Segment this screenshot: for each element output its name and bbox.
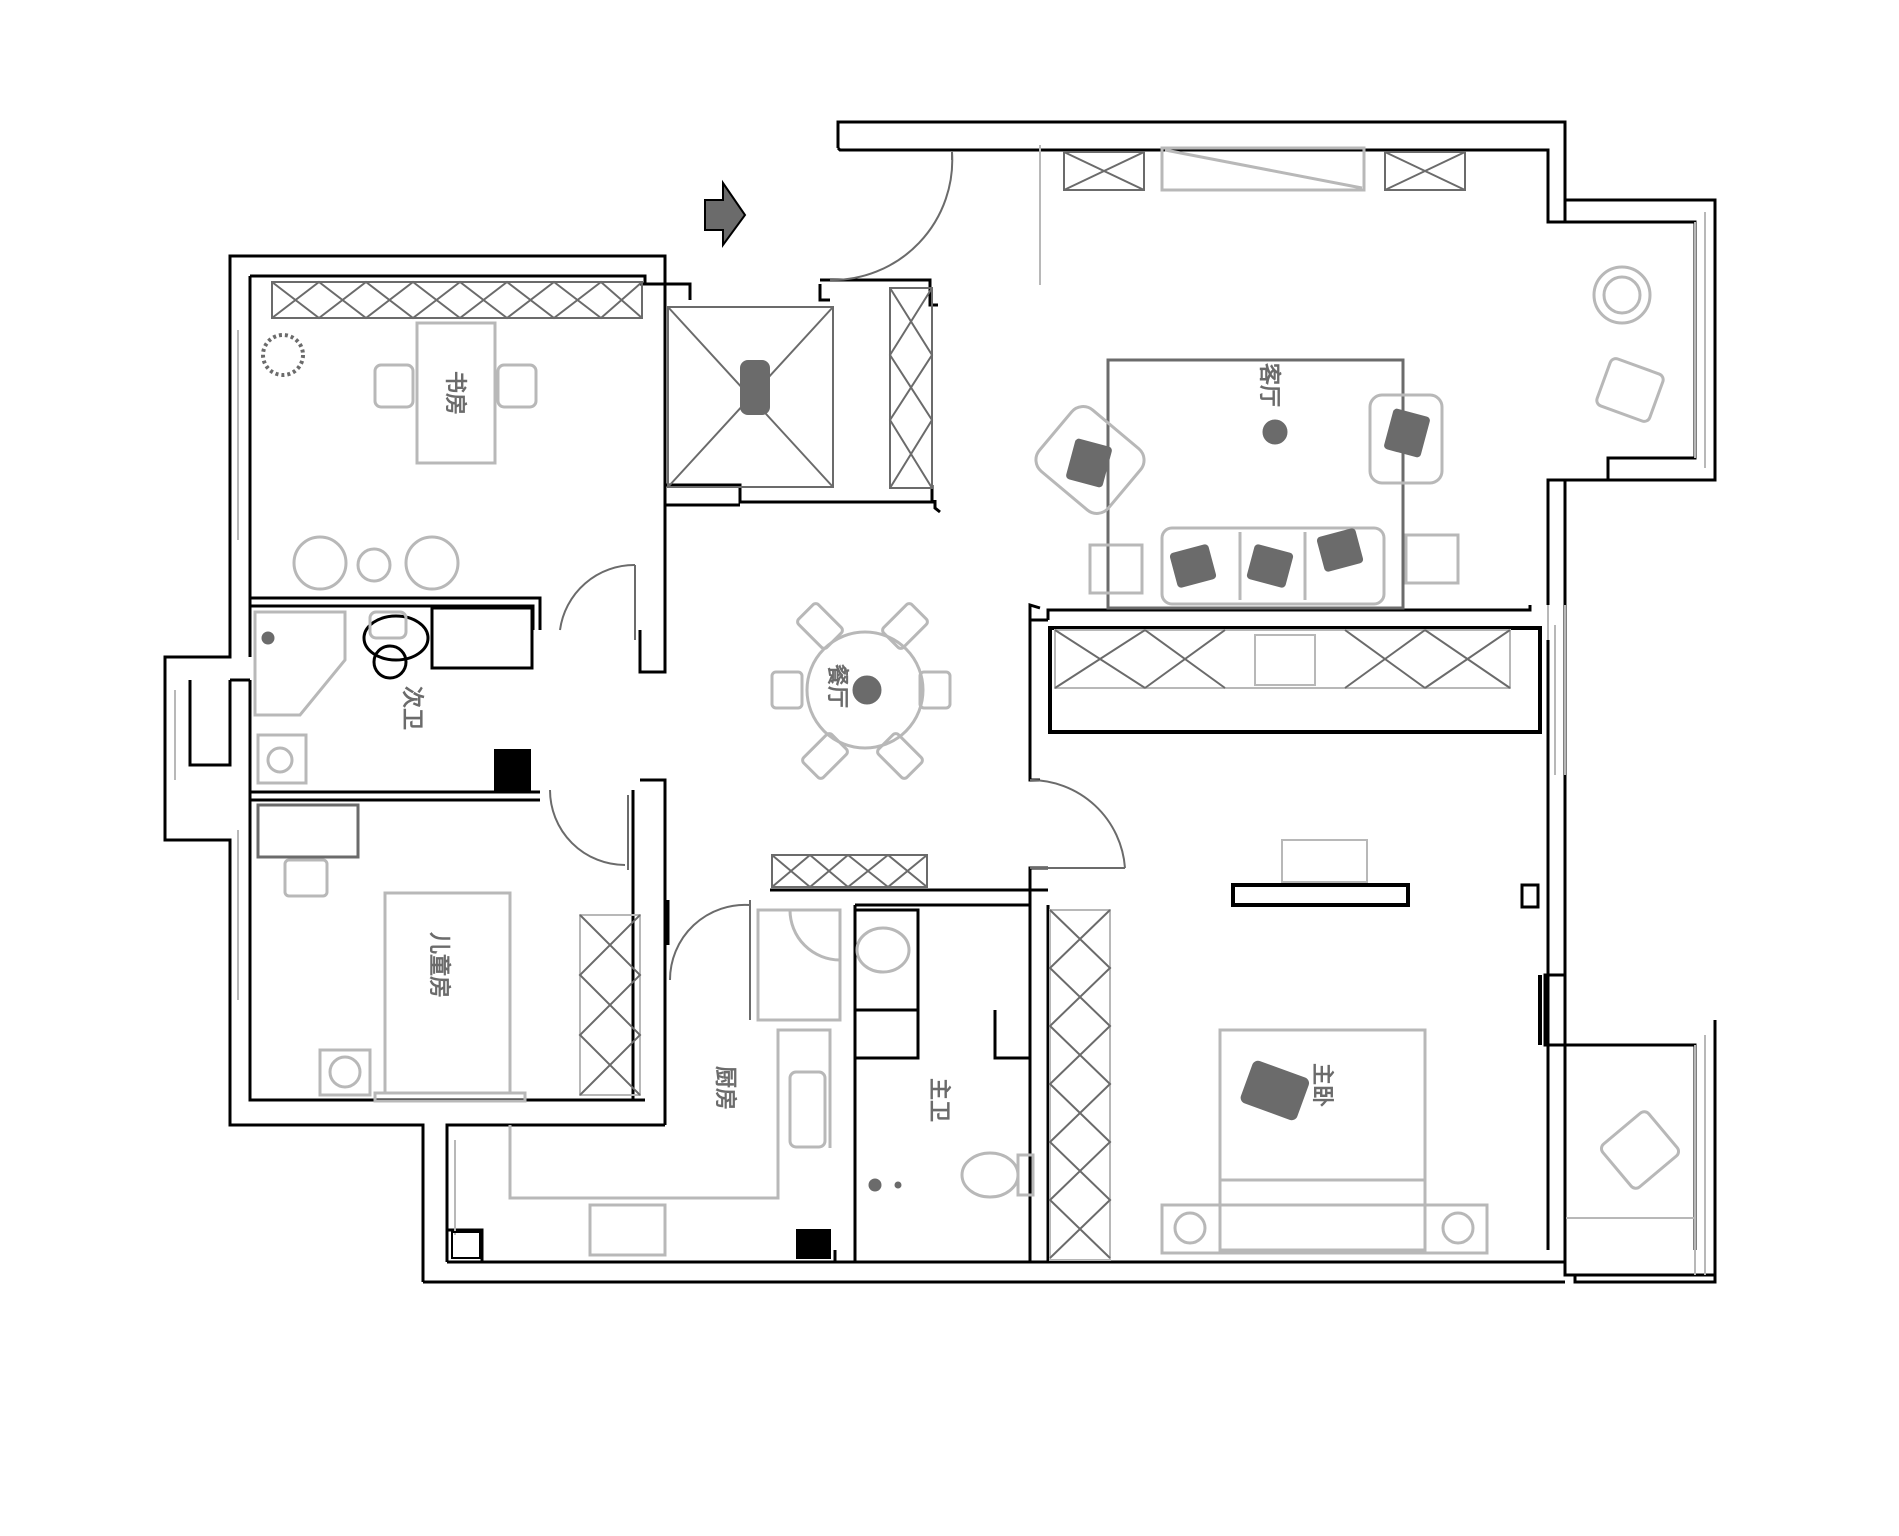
entry-arrow-icon [704, 179, 747, 249]
plant-icon [261, 333, 1288, 1192]
label-dining: 餐厅 [824, 664, 849, 708]
wardrobe-icon [271, 151, 1511, 1261]
furniture [253, 146, 1681, 1257]
sofa-icon [740, 360, 1430, 1121]
label-study: 书房 [442, 371, 468, 415]
label-second-bath: 次卫 [399, 686, 425, 730]
label-kitchen: 厨房 [712, 1066, 738, 1110]
label-master-bedroom: 主卧 [1309, 1063, 1334, 1107]
label-living: 客厅 [1256, 363, 1282, 407]
room-labels: 书房 次卫 儿童房 厨房 主卫 餐厅 客厅 主卧 [399, 363, 1334, 1122]
windows [174, 145, 1706, 1275]
stove-icon [451, 749, 831, 1259]
label-master-bath: 主卫 [926, 1078, 951, 1122]
door-swing-icon [549, 151, 1126, 1020]
label-kids-room: 儿童房 [426, 931, 452, 998]
